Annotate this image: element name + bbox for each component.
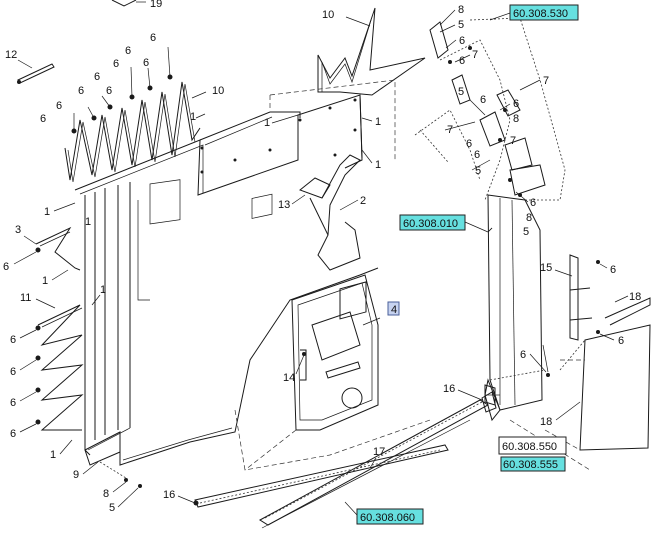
callout-6-v: 6 <box>610 264 616 276</box>
callout-1-h: 1 <box>100 284 106 296</box>
ref-60-308-530-label[interactable]: 60.308.530 <box>513 8 568 20</box>
callout-6-d: 6 <box>94 71 100 83</box>
part-18-side-panel: 18 18 <box>509 291 651 471</box>
callout-5-d: 5 <box>475 165 481 177</box>
callout-6-m: 6 <box>10 397 16 409</box>
callout-6-w: 6 <box>618 335 624 347</box>
callout-6-u: 6 <box>530 197 536 209</box>
callout-6-k: 6 <box>10 334 16 346</box>
ref-60-308-555[interactable]: 60.308.555 <box>500 456 566 472</box>
callout-10-left: 10 <box>212 85 224 97</box>
callout-6-e: 6 <box>106 85 112 97</box>
callout-16-a: 16 <box>163 489 175 501</box>
ref-60-308-010[interactable]: 60.308.010 <box>399 214 466 231</box>
part-10-left-seal: 10 6 6 6 6 6 6 6 6 6 <box>40 32 224 183</box>
callout-1-f: 1 <box>85 216 91 228</box>
callout-5-c: 5 <box>458 86 464 98</box>
callout-7-d: 7 <box>510 135 516 147</box>
callout-6-l: 6 <box>10 366 16 378</box>
callout-6-i: 6 <box>150 32 156 44</box>
callout-8-a: 8 <box>103 488 109 500</box>
callout-1-a: 1 <box>264 117 270 129</box>
part-17-brush-strip: 17 16 <box>259 383 497 529</box>
callout-17: 17 <box>373 446 385 458</box>
ref-60-308-550[interactable]: 60.308.550 <box>498 436 567 455</box>
callout-4-selected[interactable] <box>387 301 400 316</box>
part-16-rod: 16 <box>163 444 449 508</box>
callout-6-s: 6 <box>466 138 472 150</box>
callout-1-i: 1 <box>50 449 56 461</box>
callout-6-h: 6 <box>143 57 149 69</box>
callout-7-c: 7 <box>447 124 453 136</box>
callout-2: 2 <box>360 195 366 207</box>
callout-5-e: 5 <box>523 226 529 238</box>
ref-60-308-060-label[interactable]: 60.308.060 <box>360 512 415 524</box>
callout-6-t: 6 <box>474 149 480 161</box>
part-15-bracket: 15 6 6 6 <box>520 254 624 377</box>
part-4-panel: 4 14 <box>234 274 431 471</box>
callout-6-x: 6 <box>520 349 526 361</box>
callout-6-o: 6 <box>459 35 465 47</box>
callout-7-a: 7 <box>472 49 478 61</box>
callout-14: 14 <box>283 372 295 384</box>
ref-60-308-530[interactable]: 60.308.530 <box>509 4 579 21</box>
ref-60-308-555-label[interactable]: 60.308.555 <box>503 459 558 471</box>
callout-6-n: 6 <box>10 428 16 440</box>
callout-6-q: 6 <box>480 94 486 106</box>
part-3-seal: 3 6 1 <box>3 224 81 287</box>
callout-5-a: 5 <box>109 502 115 514</box>
callout-6-c: 6 <box>78 85 84 97</box>
part-11-seal: 11 6 6 6 6 1 1 <box>10 284 106 461</box>
ref-60-308-010-label[interactable]: 60.308.010 <box>403 218 458 230</box>
callout-6-a: 6 <box>40 113 46 125</box>
callout-1-b: 1 <box>375 116 381 128</box>
part-12-clip: 12 <box>5 49 55 84</box>
callout-15: 15 <box>540 262 552 274</box>
part-19: 19 <box>111 0 162 10</box>
callout-12: 12 <box>5 49 17 61</box>
callout-6-g: 6 <box>125 45 131 57</box>
callout-8-c: 8 <box>513 113 519 125</box>
callout-1-g: 1 <box>42 275 48 287</box>
right-upper-assembly: 8 5 6 7 6 7 5 6 6 8 7 6 7 6 5 6 8 5 <box>414 4 566 238</box>
callout-16-b: 16 <box>443 383 455 395</box>
callout-8-b: 8 <box>458 4 464 16</box>
ref-60-308-550-label[interactable]: 60.308.550 <box>502 441 557 453</box>
callout-10-top: 10 <box>322 9 334 21</box>
part-10-top-seal: 10 <box>317 7 426 96</box>
callout-4[interactable]: 4 <box>391 304 397 316</box>
callout-1-d: 1 <box>190 111 196 123</box>
callout-6-r: 6 <box>513 98 519 110</box>
callout-1-e: 1 <box>44 206 50 218</box>
callout-9: 9 <box>73 469 79 481</box>
callout-5-b: 5 <box>458 19 464 31</box>
ref-60-308-060[interactable]: 60.308.060 <box>356 508 424 525</box>
callout-19: 19 <box>150 0 162 10</box>
main-side-panel <box>74 79 396 466</box>
part-13-duct: 13 2 <box>278 154 366 271</box>
callout-1-c: 1 <box>375 159 381 171</box>
callout-11: 11 <box>20 292 31 304</box>
callout-18-a: 18 <box>629 291 641 303</box>
callout-6-b: 6 <box>56 100 62 112</box>
callout-8-d: 8 <box>526 212 532 224</box>
callout-3: 3 <box>15 224 21 236</box>
callout-6-p: 6 <box>459 55 465 67</box>
callout-18-b: 18 <box>540 416 552 428</box>
right-pillar <box>484 194 546 422</box>
callout-6-f: 6 <box>113 58 119 70</box>
callout-13: 13 <box>278 199 290 211</box>
callout-6-j: 6 <box>3 261 9 273</box>
callout-7-b: 7 <box>543 75 549 87</box>
